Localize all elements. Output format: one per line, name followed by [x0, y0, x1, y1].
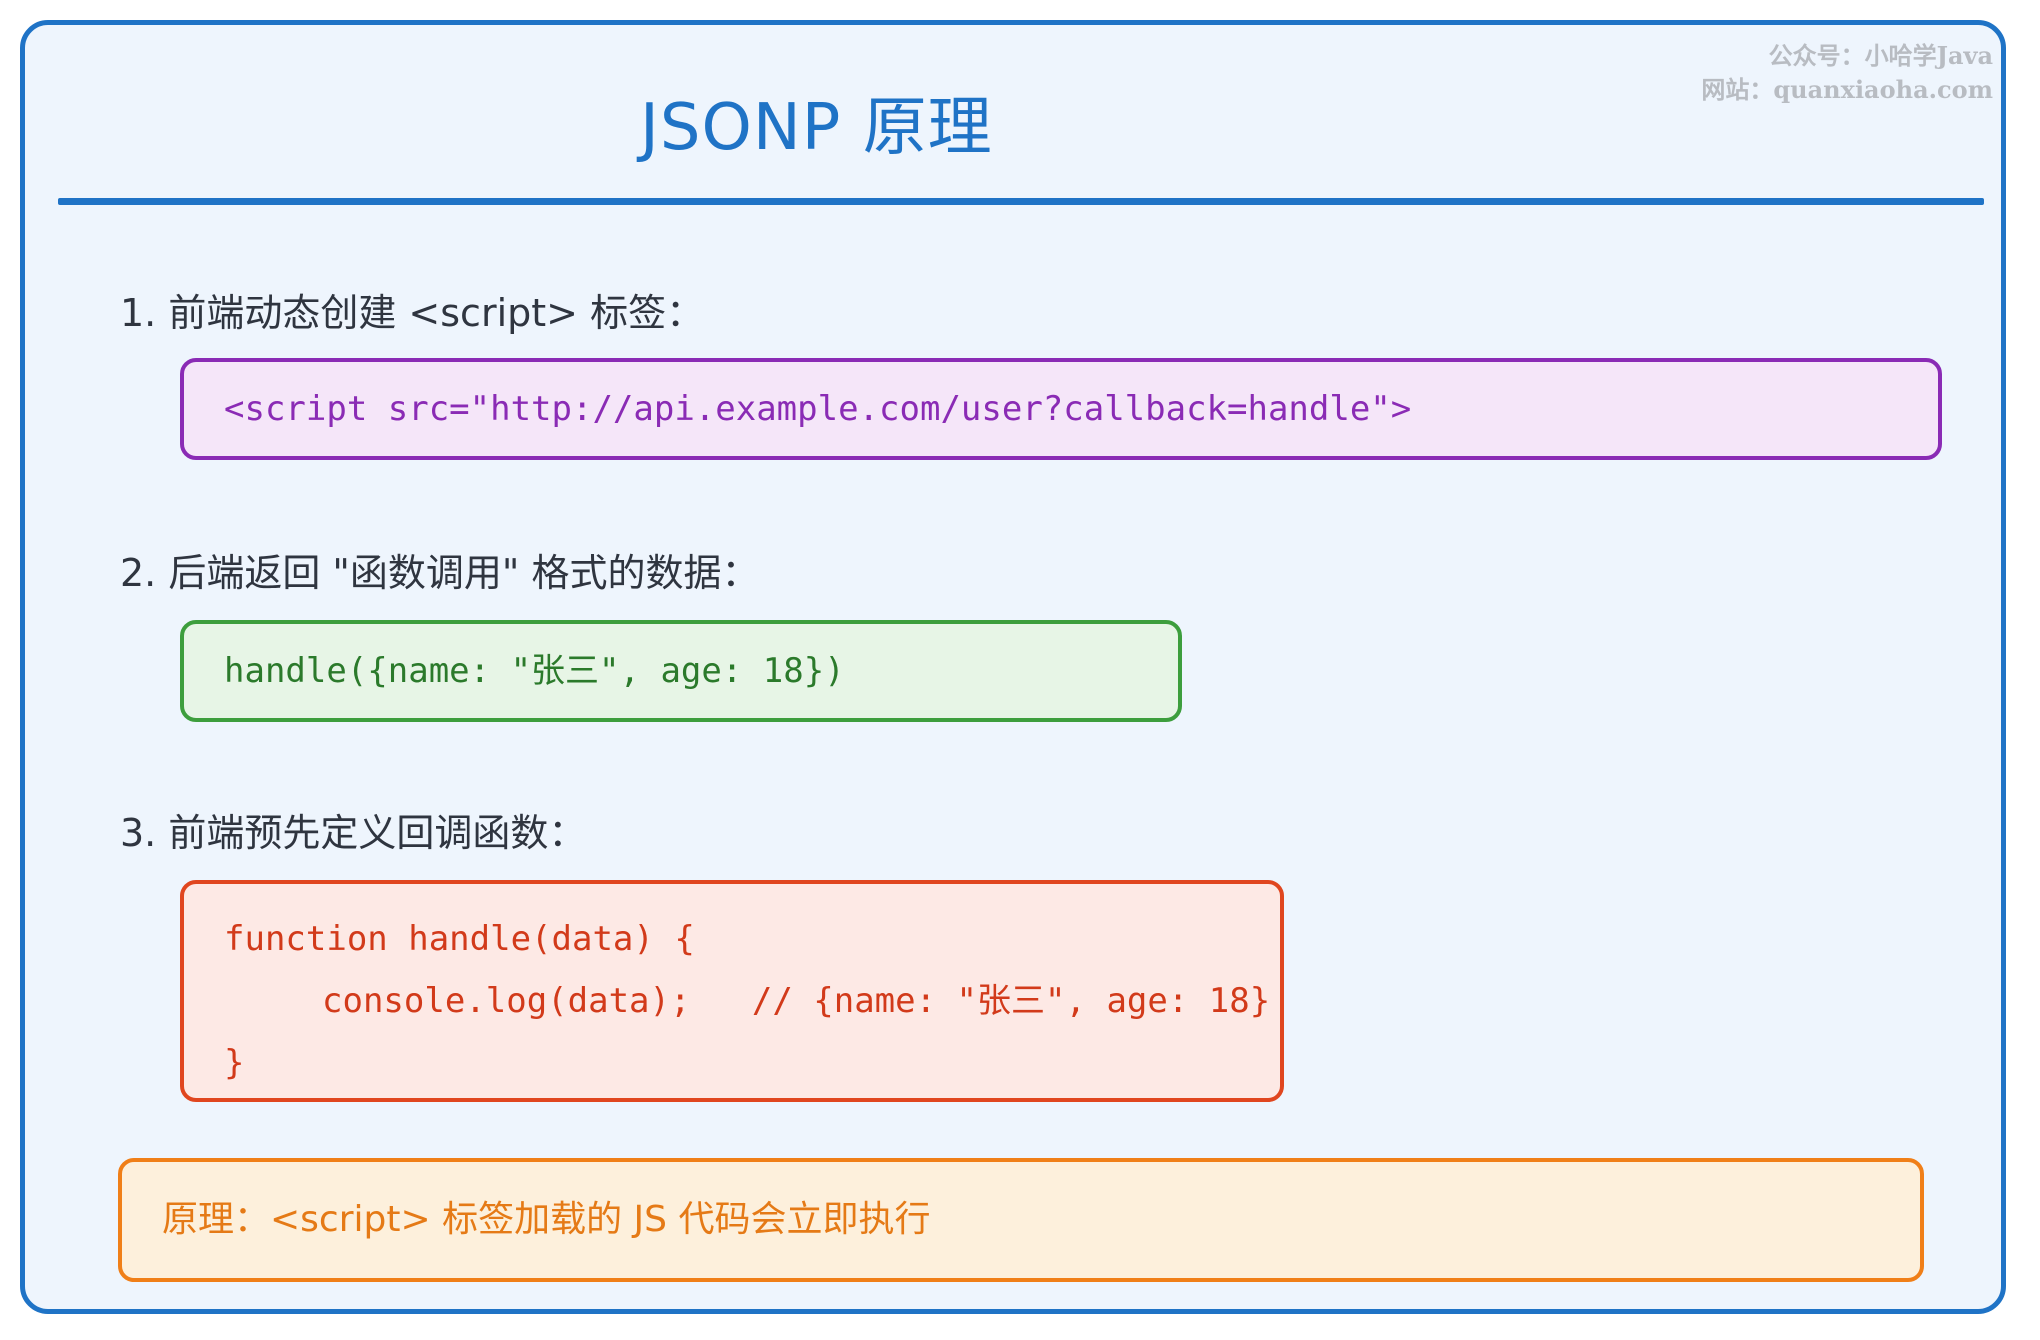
principle-box: 原理：<script> 标签加载的 JS 代码会立即执行 — [118, 1158, 1924, 1282]
step-1-label: 1. 前端动态创建 <script> 标签： — [120, 291, 705, 335]
watermark-line-1: 公众号：小哈学Java — [1768, 41, 1993, 70]
step-1-code-line: <script src="http://api.example.com/user… — [224, 389, 1412, 429]
step-2-code-line: handle({name: "张三", age: 18}) — [224, 651, 845, 691]
watermark-line-2: 网站：quanxiaoha.com — [1701, 75, 1993, 104]
diagram-title: JSONP 原理 — [640, 91, 993, 165]
step-2-code-box: handle({name: "张三", age: 18}) — [180, 620, 1182, 722]
watermark: 公众号：小哈学Java 网站：quanxiaoha.com — [1701, 39, 1993, 107]
step-3-code-line-1: function handle(data) { — [224, 919, 695, 959]
step-3-code-line-3: } — [224, 1043, 245, 1083]
title-divider — [58, 198, 1984, 205]
step-2-label: 2. 后端返回 "函数调用" 格式的数据： — [120, 551, 760, 595]
step-3-code-box: function handle(data) { console.log(data… — [180, 880, 1284, 1102]
step-3-label: 3. 前端预先定义回调函数： — [120, 811, 587, 855]
step-1-code-box: <script src="http://api.example.com/user… — [180, 358, 1942, 460]
step-3-code-line-2: console.log(data); // {name: "张三", age: … — [322, 981, 1271, 1021]
